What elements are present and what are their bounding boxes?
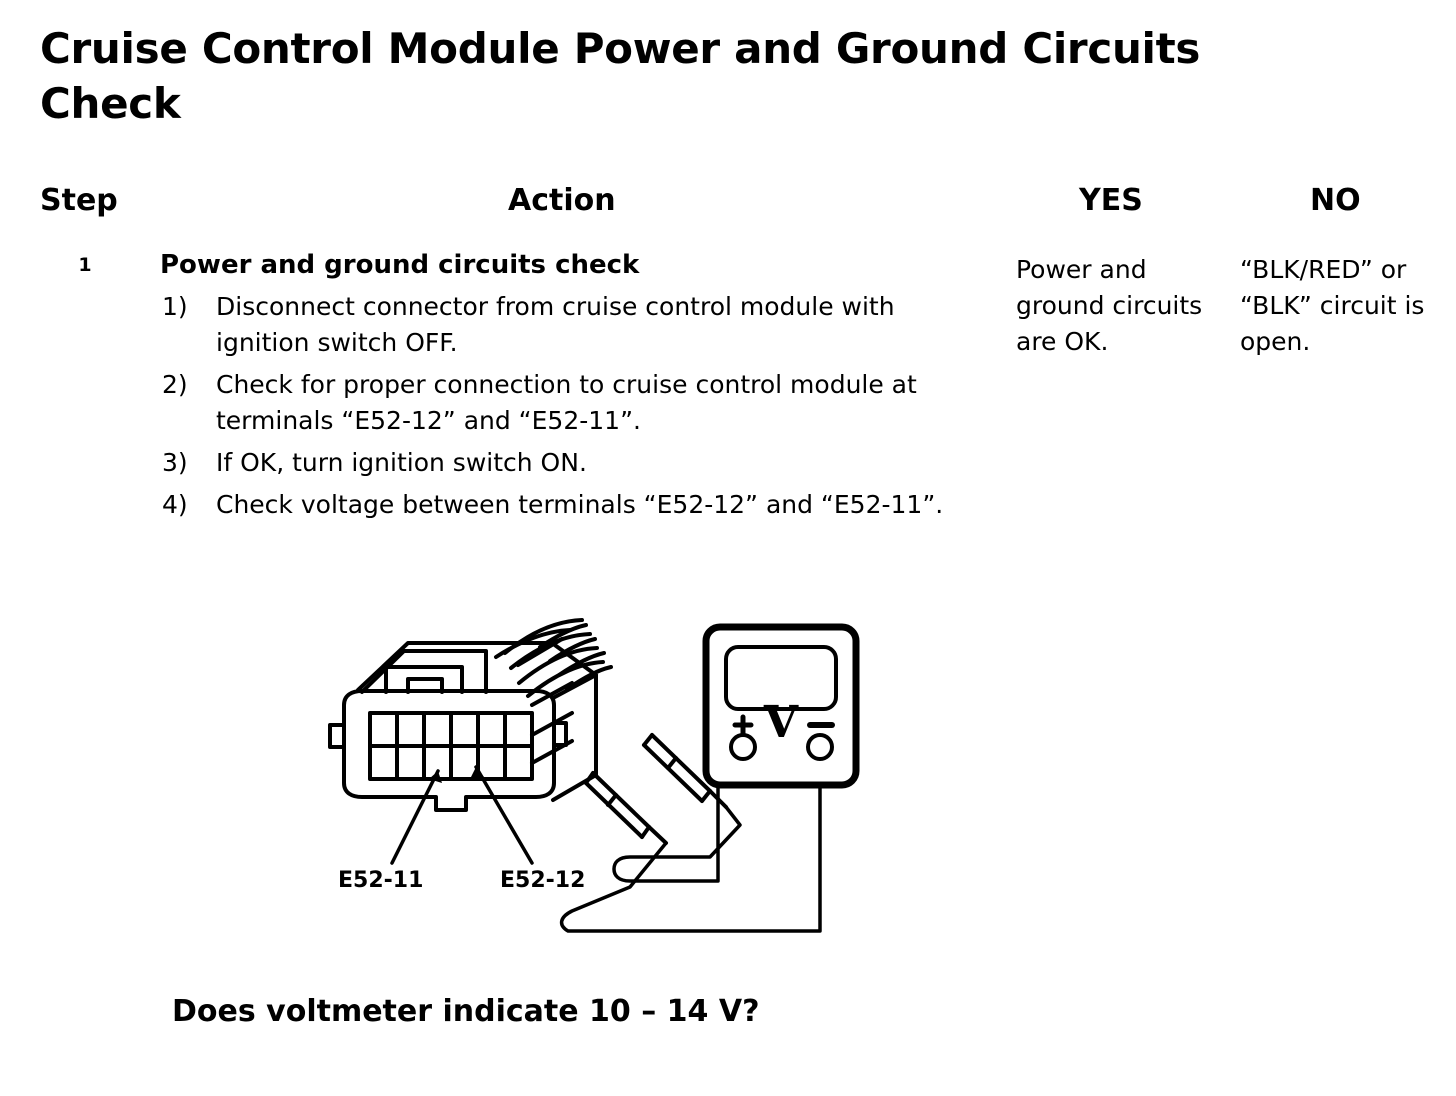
decision-question: Does voltmeter indicate 10 – 14 V? [172, 994, 760, 1029]
list-item-marker: 3) [162, 448, 188, 478]
test-probe-right [642, 733, 728, 809]
list-item: 3) If OK, turn ignition switch ON. [160, 445, 960, 481]
list-item-text: Check voltage between terminals “E52-12”… [216, 490, 944, 520]
figure-svg: V E52-11 E52-12 [328, 618, 860, 933]
voltmeter-body [702, 623, 860, 789]
column-header-yes: YES [1079, 183, 1143, 218]
list-item: 2) Check for proper connection to cruise… [160, 367, 960, 439]
action-step-list: 1) Disconnect connector from cruise cont… [160, 289, 960, 523]
plus-sign-icon [732, 714, 754, 736]
wire-bundle-icon [494, 618, 613, 698]
voltmeter-terminal-negative [806, 733, 834, 761]
wiring-check-figure: V E52-11 E52-12 [300, 595, 920, 955]
list-item-marker: 1) [162, 292, 188, 322]
list-item: 4) Check voltage between terminals “E52-… [160, 487, 960, 523]
test-probe-left [584, 771, 668, 845]
voltmeter-display [724, 645, 838, 711]
list-item-text: If OK, turn ignition switch ON. [216, 448, 587, 478]
result-cell-yes: Power and ground circuits are OK. [1016, 255, 1203, 356]
terminal-leader-lines [390, 765, 534, 865]
terminal-leader-arrowheads [429, 767, 484, 783]
list-item-marker: 4) [162, 490, 188, 520]
page-title: Cruise Control Module Power and Ground C… [40, 24, 1201, 128]
list-item-text: Check for proper connection to cruise co… [216, 370, 917, 436]
list-item: 1) Disconnect connector from cruise cont… [160, 289, 960, 361]
column-header-no: NO [1310, 183, 1361, 218]
column-header-step: Step [40, 183, 118, 218]
action-cell: Power and ground circuits check 1) Disco… [160, 250, 960, 529]
result-cell-no: “BLK/RED” or “BLK” circuit is open. [1240, 255, 1425, 356]
terminal-label-e52-12: E52-12 [500, 868, 585, 893]
connector-latch-icon [360, 649, 488, 694]
column-header-action: Action [508, 183, 616, 218]
voltmeter-unit-label: V [763, 697, 799, 748]
terminal-label-e52-11: E52-11 [338, 868, 423, 893]
action-heading: Power and ground circuits check [160, 250, 640, 280]
connector-pin-grid [368, 711, 534, 781]
list-item-text: Disconnect connector from cruise control… [216, 292, 895, 358]
connector-housing [328, 689, 568, 812]
voltmeter-terminal-positive [729, 733, 757, 761]
probe-lead-wires [559, 783, 822, 933]
list-item-marker: 2) [162, 370, 188, 400]
step-number: 1 [78, 254, 92, 276]
